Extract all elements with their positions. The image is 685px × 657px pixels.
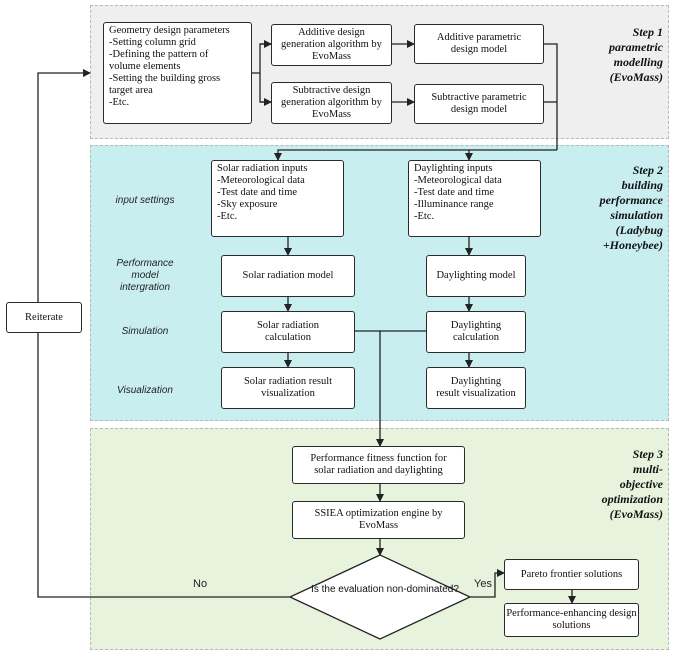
daylight-calculation-box: Daylighting calculation bbox=[426, 311, 526, 353]
fitness-function-box: Performance fitness function for solar r… bbox=[292, 446, 465, 484]
solar-visualization-box: Solar radiation result visualization bbox=[221, 367, 355, 409]
additive-algorithm-box: Additive design generation algorithm by … bbox=[271, 24, 392, 66]
solar-inputs-box: Solar radiation inputs -Meteorological d… bbox=[211, 160, 344, 237]
subtractive-algorithm-box: Subtractive design generation algorithm … bbox=[271, 82, 392, 124]
pareto-solutions-box: Pareto frontier solutions bbox=[504, 559, 639, 590]
solar-model-box: Solar radiation model bbox=[221, 255, 355, 297]
row-label-integration: Performance model intergration bbox=[116, 258, 174, 293]
additive-model-box: Additive parametric design model bbox=[414, 24, 544, 64]
row-label-visualization: Visualization bbox=[117, 385, 173, 396]
daylight-model-box: Daylighting model bbox=[426, 255, 526, 297]
edge-label-yes: Yes bbox=[474, 578, 492, 590]
step1-label: Step 1 parametric modelling (EvoMass) bbox=[609, 25, 663, 84]
step3-label: Step 3 multi- objective optimization (Ev… bbox=[601, 447, 663, 521]
arrow-reiterate-up bbox=[37, 69, 91, 302]
enhancing-solutions-box: Performance-enhancing design solutions bbox=[504, 603, 639, 637]
solar-calculation-box: Solar radiation calculation bbox=[221, 311, 355, 353]
arrow-yes bbox=[470, 569, 505, 598]
decision-diamond bbox=[288, 554, 472, 640]
geometry-parameters-box: Geometry design parameters -Setting colu… bbox=[103, 22, 252, 124]
decision-label: Is the evaluation non-dominated? bbox=[311, 584, 459, 595]
arrow-additive-out bbox=[544, 43, 558, 150]
daylight-visualization-box: Daylighting result visualization bbox=[426, 367, 526, 409]
ssiea-engine-box: SSIEA optimization engine by EvoMass bbox=[292, 501, 465, 539]
daylight-inputs-box: Daylighting inputs -Meteorological data … bbox=[408, 160, 541, 237]
reiterate-box: Reiterate bbox=[6, 302, 82, 333]
arrow-geometry-split bbox=[252, 43, 271, 103]
subtractive-model-box: Subtractive parametric design model bbox=[414, 84, 544, 124]
arrow-solar-to-fitness bbox=[355, 330, 381, 440]
step2-label: Step 2 building performance simulation (… bbox=[599, 163, 663, 252]
row-label-simulation: Simulation bbox=[121, 326, 169, 337]
arrow-no-loop bbox=[37, 333, 290, 598]
edge-label-no: No bbox=[193, 578, 208, 590]
arrow-step1-to-step2 bbox=[274, 149, 557, 161]
row-label-input-settings: input settings bbox=[115, 195, 175, 206]
